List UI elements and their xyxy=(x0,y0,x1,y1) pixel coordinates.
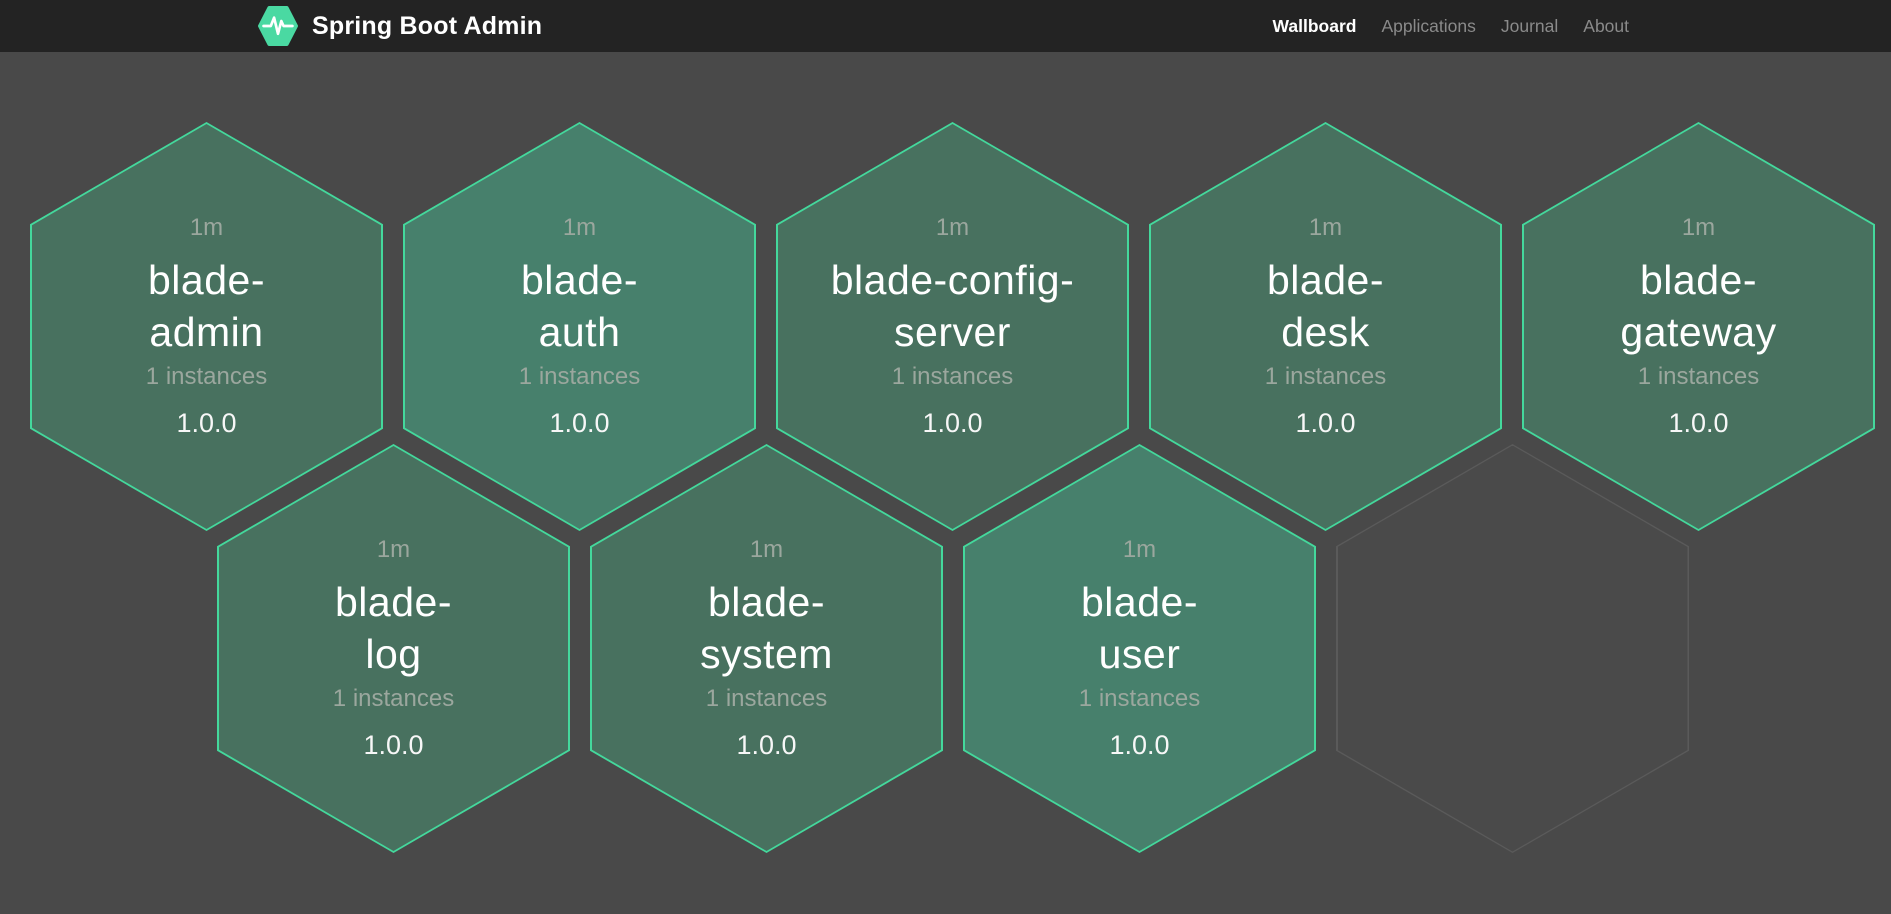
version-label: 1.0.0 xyxy=(736,729,797,760)
version-label: 1.0.0 xyxy=(363,729,424,760)
uptime-label: 1m xyxy=(376,536,411,564)
app-name: blade- desk xyxy=(1267,255,1384,358)
version-label: 1.0.0 xyxy=(176,407,237,438)
brand[interactable]: Spring Boot Admin xyxy=(258,6,542,46)
app-name-line: admin xyxy=(149,309,264,355)
instances-label: 1 instances xyxy=(891,362,1014,390)
app-name: blade- admin xyxy=(148,255,265,358)
app-name-line: server xyxy=(894,309,1011,355)
instances-label: 1 instances xyxy=(332,684,455,712)
version-label: 1.0.0 xyxy=(922,407,983,438)
version-label: 1.0.0 xyxy=(1295,407,1356,438)
instances-label: 1 instances xyxy=(1264,362,1387,390)
app-name-line: log xyxy=(365,631,422,677)
hexagon-blade-user[interactable]: 1m blade- user 1 instances 1.0.0 xyxy=(963,444,1316,853)
app-name-line: auth xyxy=(538,309,621,355)
hexagon-fill xyxy=(592,446,941,851)
app-name: blade- log xyxy=(335,577,452,680)
instances-label: 1 instances xyxy=(1078,684,1201,712)
app-name-line: blade- xyxy=(148,257,265,304)
app-name-line: user xyxy=(1098,631,1181,677)
app-name-line: blade- xyxy=(708,579,825,626)
app-name: blade- gateway xyxy=(1620,255,1776,358)
uptime-label: 1m xyxy=(562,214,597,242)
hexagon-blade-log[interactable]: 1m blade- log 1 instances 1.0.0 xyxy=(217,444,570,853)
app-name: blade- system xyxy=(700,577,833,680)
hexagon-empty-placeholder xyxy=(1336,444,1689,853)
app-name: blade-config- server xyxy=(831,255,1075,358)
app-name-line: system xyxy=(700,631,833,677)
app-name: blade- auth xyxy=(521,255,638,358)
spring-boot-admin-logo-icon xyxy=(258,6,298,46)
app-name-line: blade- xyxy=(1081,579,1198,626)
nav-journal[interactable]: Journal xyxy=(1500,15,1559,36)
uptime-label: 1m xyxy=(749,536,784,564)
hexagon-fill xyxy=(1337,445,1688,852)
app-name-line: blade- xyxy=(1640,257,1757,304)
instances-label: 1 instances xyxy=(1637,362,1760,390)
nav-about[interactable]: About xyxy=(1583,15,1629,36)
nav-wallboard[interactable]: Wallboard xyxy=(1272,15,1357,36)
uptime-label: 1m xyxy=(935,214,970,242)
hexagon-blade-gateway[interactable]: 1m blade- gateway 1 instances 1.0.0 xyxy=(1522,122,1875,531)
nav-applications[interactable]: Applications xyxy=(1381,15,1476,36)
instances-label: 1 instances xyxy=(705,684,828,712)
app-name-line: gateway xyxy=(1620,309,1777,355)
app-header: Spring Boot Admin Wallboard Applications… xyxy=(0,0,1891,52)
app-name-line: blade-config- xyxy=(830,257,1075,304)
uptime-label: 1m xyxy=(1122,536,1157,564)
version-label: 1.0.0 xyxy=(1668,407,1729,438)
version-label: 1.0.0 xyxy=(1109,729,1170,760)
hexagon-blade-system[interactable]: 1m blade- system 1 instances 1.0.0 xyxy=(590,444,943,853)
app-name: blade- user xyxy=(1081,577,1198,680)
app-name-line: blade- xyxy=(335,579,452,626)
hexagon-blade-admin[interactable]: 1m blade- admin 1 instances 1.0.0 xyxy=(30,122,383,531)
hexagon-blade-auth[interactable]: 1m blade- auth 1 instances 1.0.0 xyxy=(403,122,756,531)
hexagon-blade-desk[interactable]: 1m blade- desk 1 instances 1.0.0 xyxy=(1149,122,1502,531)
app-title: Spring Boot Admin xyxy=(312,11,543,40)
instances-label: 1 instances xyxy=(145,362,268,390)
app-name-line: desk xyxy=(1281,309,1370,355)
uptime-label: 1m xyxy=(1681,214,1716,242)
instances-label: 1 instances xyxy=(518,362,641,390)
app-name-line: blade- xyxy=(1267,257,1384,304)
version-label: 1.0.0 xyxy=(549,407,610,438)
hexagon-blade-config-server[interactable]: 1m blade-config- server 1 instances 1.0.… xyxy=(776,122,1129,531)
uptime-label: 1m xyxy=(1308,214,1343,242)
app-name-line: blade- xyxy=(521,257,638,304)
main-nav: Wallboard Applications Journal About xyxy=(1273,16,1629,37)
uptime-label: 1m xyxy=(189,214,224,242)
